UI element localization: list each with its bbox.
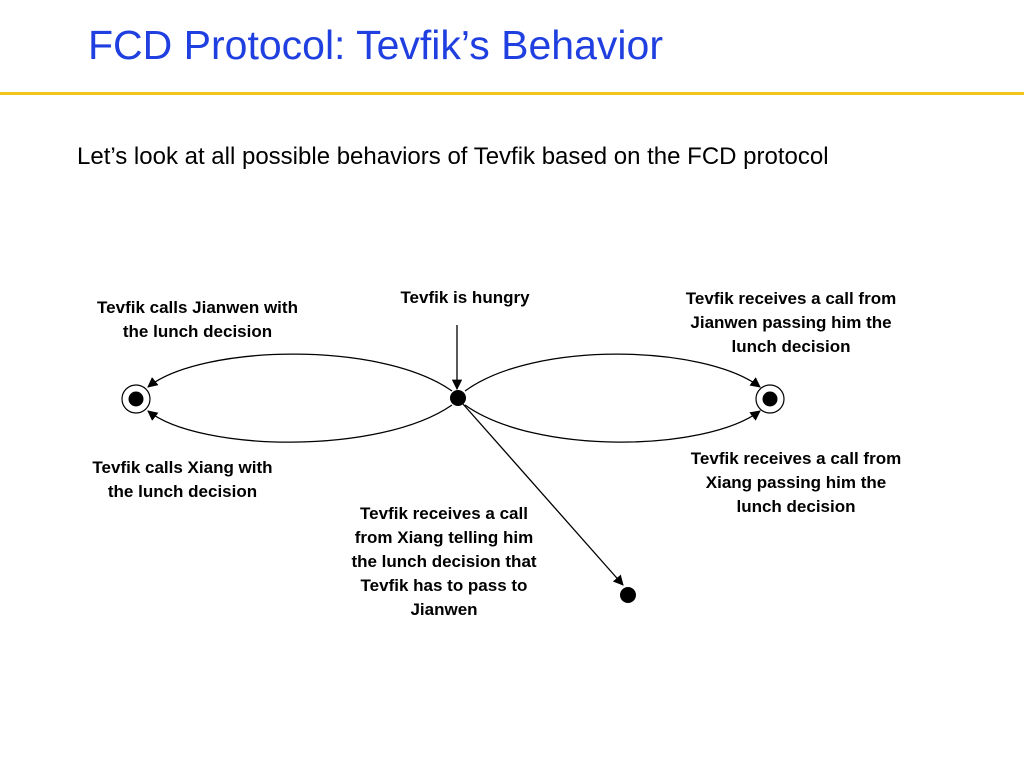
label-calls-jianwen: Tevfik calls Jianwen with the lunch deci… xyxy=(97,298,298,341)
final-state-right xyxy=(755,384,785,414)
label-receives-xiang-to-pass: Tevfik receives a call from Xiang tellin… xyxy=(351,504,537,619)
state-waiting-pass xyxy=(620,587,636,603)
state-hungry xyxy=(450,390,466,406)
label-receives-from-xiang: Tevfik receives a call from Xiang passin… xyxy=(690,449,902,516)
label-receives-from-jianwen: Tevfik receives a call from Jianwen pass… xyxy=(685,289,897,356)
slide-title: FCD Protocol: Tevfik’s Behavior xyxy=(88,22,663,68)
edge-receives-from-xiang xyxy=(464,404,761,443)
edge-calls-xiang xyxy=(147,404,453,443)
title-divider xyxy=(0,92,1024,95)
intro-text: Let’s look at all possible behaviors of … xyxy=(77,143,829,170)
edge-calls-jianwen xyxy=(147,353,453,392)
label-calls-xiang: Tevfik calls Xiang with the lunch decisi… xyxy=(92,458,273,501)
label-start: Tevfik is hungry xyxy=(400,288,530,307)
edge-receives-xiang-to-pass xyxy=(462,403,624,586)
edge-receives-from-jianwen xyxy=(464,353,761,392)
final-state-left xyxy=(121,384,151,414)
